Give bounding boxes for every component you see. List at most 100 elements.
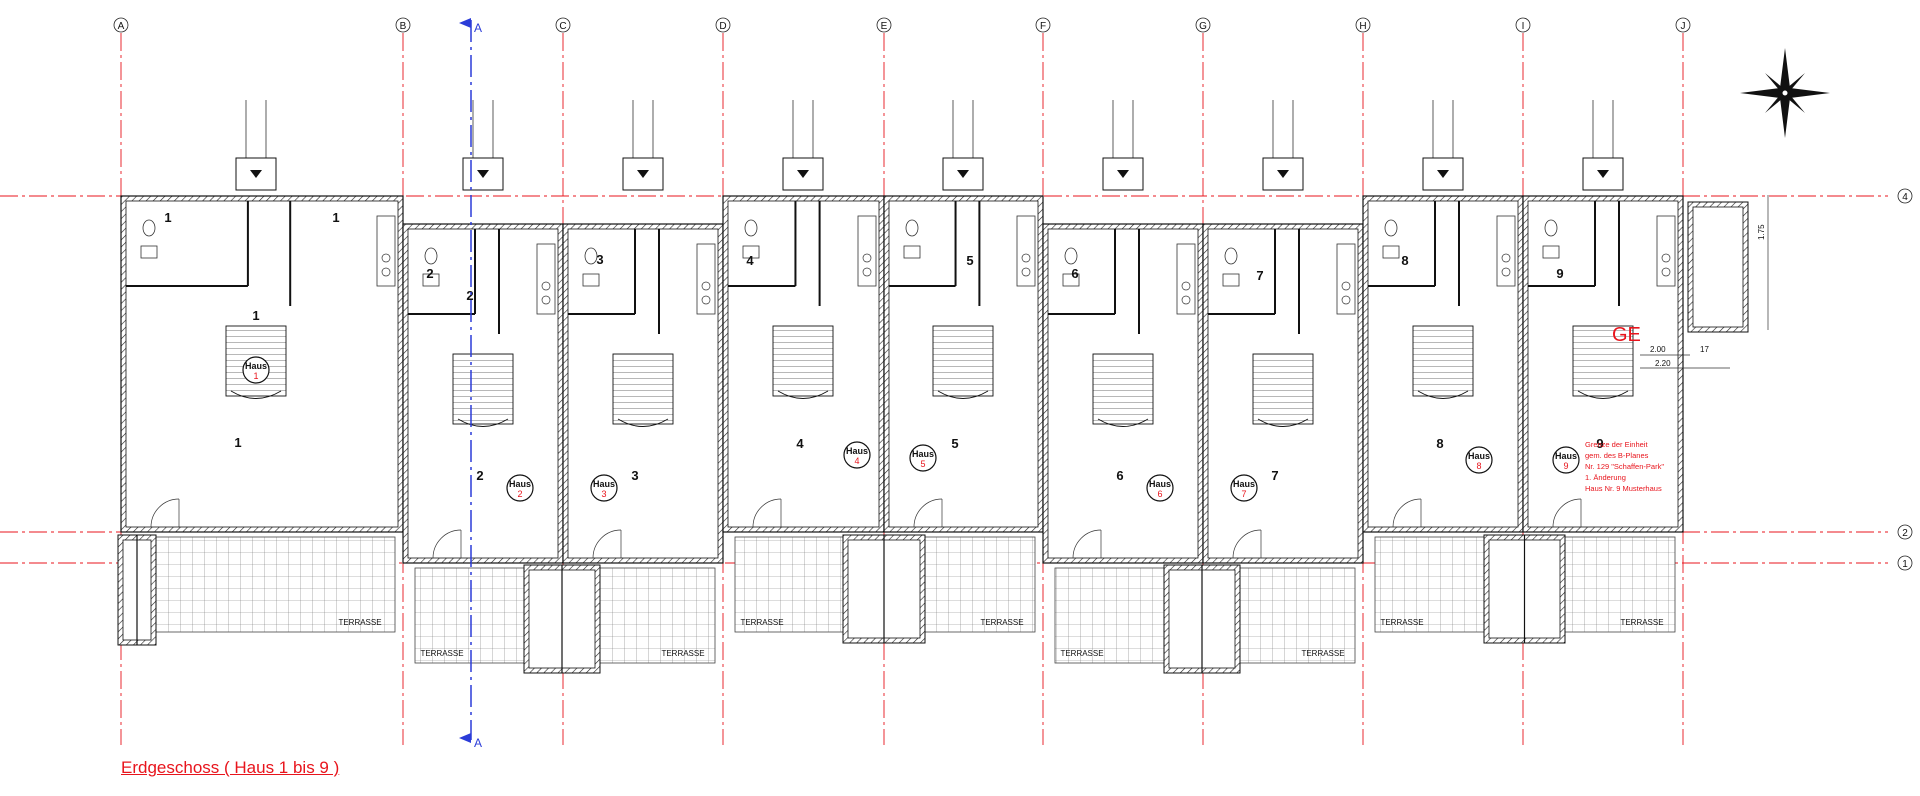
house-badge-label: Haus xyxy=(846,446,868,456)
terrace-area xyxy=(599,567,716,664)
dimension-text: 1.75 xyxy=(1757,224,1766,240)
drawing-title: Erdgeschoss ( Haus 1 bis 9 ) xyxy=(121,758,340,777)
grid-column-label: G xyxy=(1199,21,1207,32)
annex-interior xyxy=(1692,206,1744,328)
stove-burner xyxy=(1341,295,1351,305)
stair xyxy=(1092,353,1154,425)
section-label-top: A xyxy=(474,21,482,35)
duct-symbol xyxy=(957,170,969,178)
terrace-label: TERRASSE xyxy=(980,618,1023,627)
terrace-label: TERRASSE xyxy=(1301,649,1344,658)
grid-bubble xyxy=(395,17,411,33)
stair xyxy=(612,353,674,425)
door-swing xyxy=(432,529,462,559)
house-badge xyxy=(590,474,618,502)
legend-line: Grenze der Einheit xyxy=(1585,440,1648,449)
room-number: 1 xyxy=(252,308,259,323)
annex-dimensions: 2.00 2.20 17 1.75 xyxy=(1640,195,1769,369)
duct-symbol xyxy=(250,170,262,178)
section-label-bottom: A xyxy=(474,736,482,750)
stair-curve xyxy=(457,418,509,427)
stove-burner xyxy=(1501,253,1511,263)
grid-column-label: J xyxy=(1681,21,1686,32)
stove-burner xyxy=(862,267,872,277)
house-badge-number: 3 xyxy=(601,489,606,499)
stair xyxy=(772,325,834,397)
house-badge xyxy=(506,474,534,502)
stove-burner xyxy=(381,267,391,277)
toilet-fixture xyxy=(1224,247,1238,265)
grid-bubble xyxy=(1195,17,1211,33)
room-number: 8 xyxy=(1401,253,1408,268)
legend-line: Haus Nr. 9 Musterhaus xyxy=(1585,484,1662,493)
dimension-text: 2.00 xyxy=(1650,345,1666,354)
house-badge xyxy=(1230,474,1258,502)
stove-burner xyxy=(862,253,872,263)
special-area-label: GE xyxy=(1612,324,1641,346)
stove-burner xyxy=(1661,267,1671,277)
duct-symbol xyxy=(1437,170,1449,178)
grid-bubble xyxy=(1355,17,1371,33)
sink-fixture xyxy=(742,245,760,259)
door-swing xyxy=(1552,498,1582,528)
house-badge-number: 7 xyxy=(1241,489,1246,499)
house-badge-label: Haus xyxy=(1468,451,1490,461)
house-badge xyxy=(1146,474,1174,502)
stair-curve xyxy=(617,418,669,427)
terrace-area xyxy=(924,536,1036,633)
house-badge-label: Haus xyxy=(1555,451,1577,461)
terrace-label: TERRASSE xyxy=(740,618,783,627)
grid-bubble xyxy=(1035,17,1051,33)
grid-bubble xyxy=(1897,188,1913,204)
room-number: 2 xyxy=(426,266,433,281)
grid-bubble xyxy=(1515,17,1531,33)
kitchen-counter xyxy=(1176,243,1196,315)
stove-burner xyxy=(1181,295,1191,305)
sink-fixture xyxy=(1062,273,1080,287)
dimension-text: 17 xyxy=(1700,345,1709,354)
sink-fixture xyxy=(140,245,158,259)
terrace-area xyxy=(154,536,396,633)
room-number: 4 xyxy=(796,436,804,451)
terrace-area xyxy=(1054,567,1166,664)
kitchen-counter xyxy=(1496,215,1516,287)
sink-fixture xyxy=(1542,245,1560,259)
toilet-fixture xyxy=(1544,219,1558,237)
sink-fixture xyxy=(1382,245,1400,259)
kitchen-counter xyxy=(1016,215,1036,287)
stove-burner xyxy=(701,295,711,305)
room-number: 3 xyxy=(596,252,603,267)
stair-curve xyxy=(777,390,829,399)
terrace-label: TERRASSE xyxy=(661,649,704,658)
stove-burner xyxy=(1181,281,1191,291)
door-swing xyxy=(1232,529,1262,559)
room-number: 8 xyxy=(1436,436,1443,451)
house-badge-number: 4 xyxy=(854,456,859,466)
stove-burner xyxy=(1021,267,1031,277)
kitchen-counter xyxy=(857,215,877,287)
grid-bubble xyxy=(876,17,892,33)
stove-burner xyxy=(1021,253,1031,263)
house-badge-label: Haus xyxy=(1149,479,1171,489)
stair xyxy=(1572,325,1634,397)
room-number: 1 xyxy=(332,210,339,225)
stove-burner xyxy=(1341,281,1351,291)
terrace-area xyxy=(1374,536,1486,633)
terrace-area xyxy=(1564,536,1676,633)
grid-column-label: C xyxy=(559,21,566,32)
room-number: 9 xyxy=(1556,266,1563,281)
door-swing xyxy=(752,498,782,528)
room-number: 1 xyxy=(164,210,171,225)
room-number: 4 xyxy=(746,253,754,268)
sink-fixture xyxy=(1222,273,1240,287)
grid-column-label: I xyxy=(1522,21,1525,32)
stair-curve xyxy=(1417,390,1469,399)
house-badge-number: 5 xyxy=(920,459,925,469)
room-number: 6 xyxy=(1071,266,1078,281)
grid-bubble xyxy=(1675,17,1691,33)
duct-symbol xyxy=(477,170,489,178)
grid-bubble xyxy=(1897,524,1913,540)
stair xyxy=(932,325,994,397)
sink-fixture xyxy=(582,273,600,287)
